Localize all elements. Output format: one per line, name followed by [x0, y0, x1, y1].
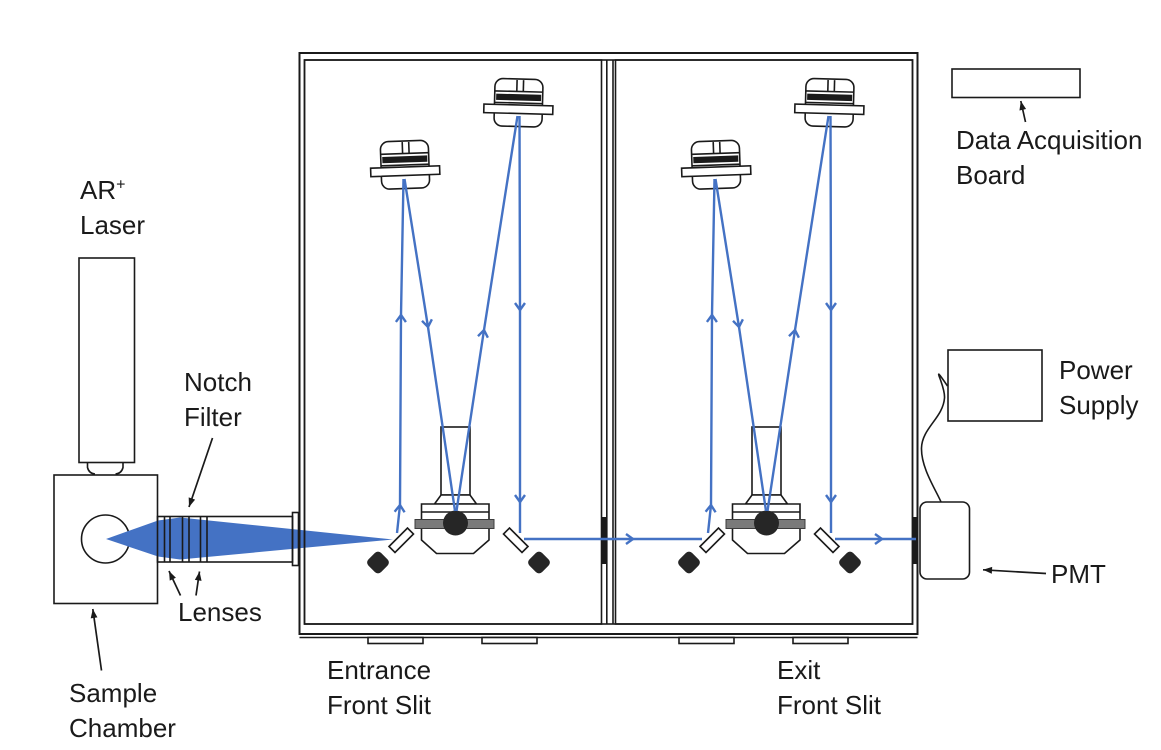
notch-filter-element	[181, 517, 190, 562]
exit-front-slit-label: Exit Front Slit	[777, 655, 882, 720]
lens-element-2	[199, 517, 208, 562]
lenses-label: Lenses	[178, 597, 262, 627]
spectrometer-stage-1	[305, 60, 608, 644]
daq-board-box	[951, 68, 1081, 99]
lenses-arrow-2	[194, 571, 202, 596]
spectrometer-stage-2	[616, 60, 919, 644]
notch-filter-label: Notch Filter	[184, 367, 252, 432]
lenses-arrow-1	[168, 570, 182, 596]
power-supply-box	[947, 349, 1043, 422]
laser-nozzle	[86, 463, 96, 475]
laser-label: AR+ Laser	[80, 175, 146, 240]
pmt-arrow	[982, 566, 1047, 575]
pmt-box	[919, 501, 971, 580]
sample-chamber-arrow	[90, 608, 103, 671]
argon-laser-body	[78, 257, 136, 475]
power-supply-label: Power Supply	[1059, 355, 1139, 420]
pmt-label: PMT	[1051, 559, 1106, 589]
pmt-cable	[920, 373, 949, 504]
daq-board-label: Data Acquisition Board	[956, 125, 1143, 190]
entrance-front-slit-label: Entrance Front Slit	[327, 655, 432, 720]
lens-element-1	[163, 517, 171, 562]
daq-board-arrow	[1019, 100, 1027, 123]
laser-nozzle	[115, 463, 124, 475]
sample-chamber-label: Sample Chamber	[69, 678, 176, 743]
laser-beam-cone	[106, 517, 393, 560]
notch-filter-arrow	[188, 437, 214, 508]
lens-tube	[156, 511, 300, 567]
